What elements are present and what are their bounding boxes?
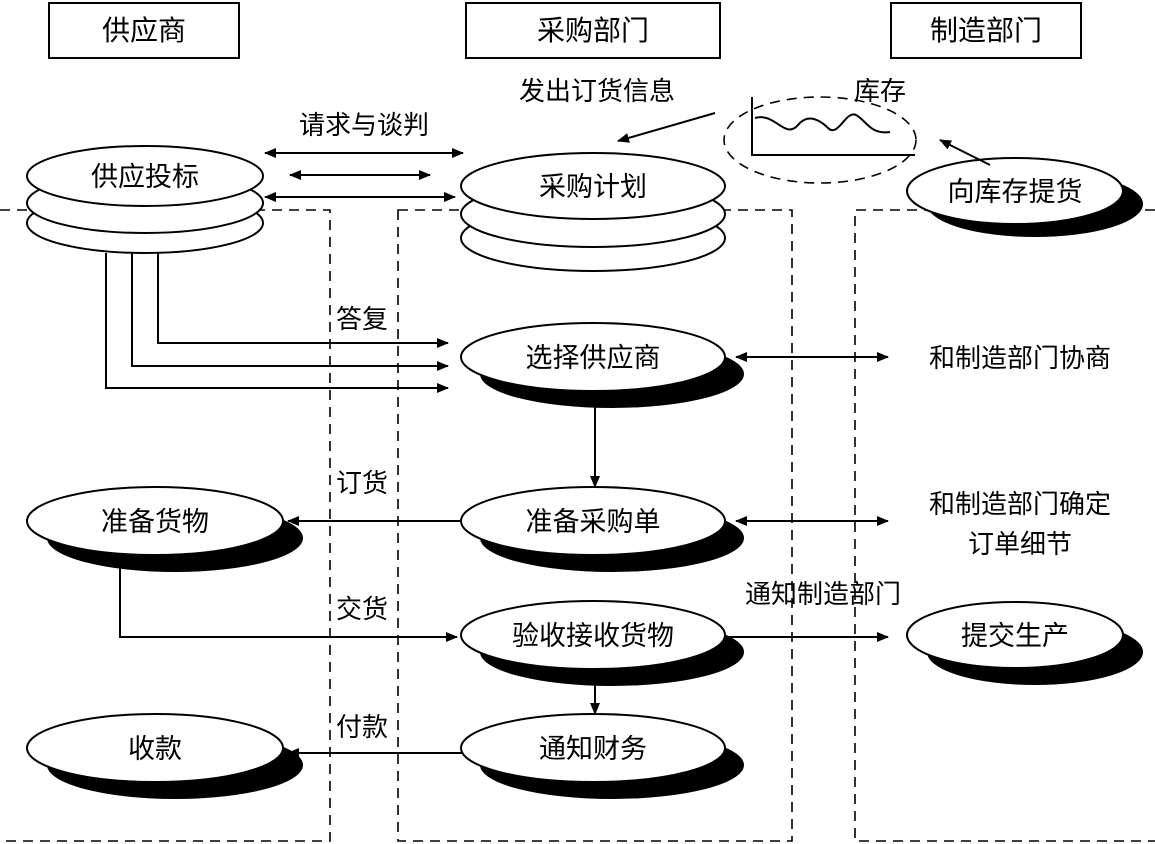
label-request-negotiate: 请求与谈判: [299, 111, 429, 141]
node-select-supplier: 选择供应商: [460, 322, 744, 408]
svg-text:提交生产: 提交生产: [961, 621, 1069, 652]
label-confirm-line1: 和制造部门确定: [929, 490, 1111, 520]
label-notify-mfg: 通知制造部门: [745, 580, 901, 610]
label-order: 订货: [336, 469, 388, 499]
svg-text:收款: 收款: [128, 734, 182, 765]
svg-text:供应商: 供应商: [102, 14, 186, 47]
node-notify-finance: 通知财务: [460, 713, 744, 799]
svg-text:向库存提货: 向库存提货: [948, 177, 1083, 208]
label-payment: 付款: [336, 713, 388, 743]
node-purchase-plan: 采购计划: [460, 152, 726, 272]
inventory-chart: [723, 96, 917, 184]
label-negotiate-mfg: 和制造部门协商: [929, 344, 1111, 374]
header-supplier: 供应商: [48, 2, 240, 59]
lane-manufacturing: [854, 209, 1155, 842]
label-delivery: 交货: [336, 595, 388, 625]
node-submit-production: 提交生产: [906, 601, 1143, 685]
svg-text:准备采购单: 准备采购单: [526, 507, 661, 538]
header-manufacturing: 制造部门: [890, 2, 1082, 59]
arrow-order-info: [617, 112, 716, 143]
arrow-reply-2: [131, 253, 449, 371]
arrow-inventory-pull: [939, 139, 991, 166]
svg-text:供应投标: 供应投标: [91, 162, 199, 193]
node-pick-from-inventory: 向库存提货: [906, 157, 1143, 237]
label-inventory: 库存: [854, 77, 906, 107]
label-confirm-line2: 订单细节: [968, 530, 1072, 560]
label-reply: 答复: [336, 305, 388, 335]
header-purchasing: 采购部门: [465, 2, 721, 59]
svg-text:准备货物: 准备货物: [101, 507, 209, 538]
svg-text:验收接收货物: 验收接收货物: [512, 621, 674, 652]
arrow-reply-1: [157, 253, 449, 348]
node-receive-goods: 验收接收货物: [460, 600, 744, 686]
svg-text:通知财务: 通知财务: [539, 734, 647, 765]
arrow-delivery: [119, 557, 458, 642]
node-collect-payment: 收款: [26, 713, 303, 799]
svg-text:采购计划: 采购计划: [539, 172, 647, 203]
node-prepare-po: 准备采购单: [460, 486, 744, 572]
arrow-reply-3: [105, 253, 449, 393]
svg-text:采购部门: 采购部门: [537, 14, 649, 47]
lane-supplier: [0, 209, 331, 842]
label-send-order-info: 发出订货信息: [519, 77, 675, 107]
svg-text:选择供应商: 选择供应商: [526, 343, 661, 374]
node-supply-bid: 供应投标: [26, 145, 264, 254]
node-prepare-goods: 准备货物: [26, 486, 303, 572]
svg-text:制造部门: 制造部门: [930, 14, 1042, 47]
